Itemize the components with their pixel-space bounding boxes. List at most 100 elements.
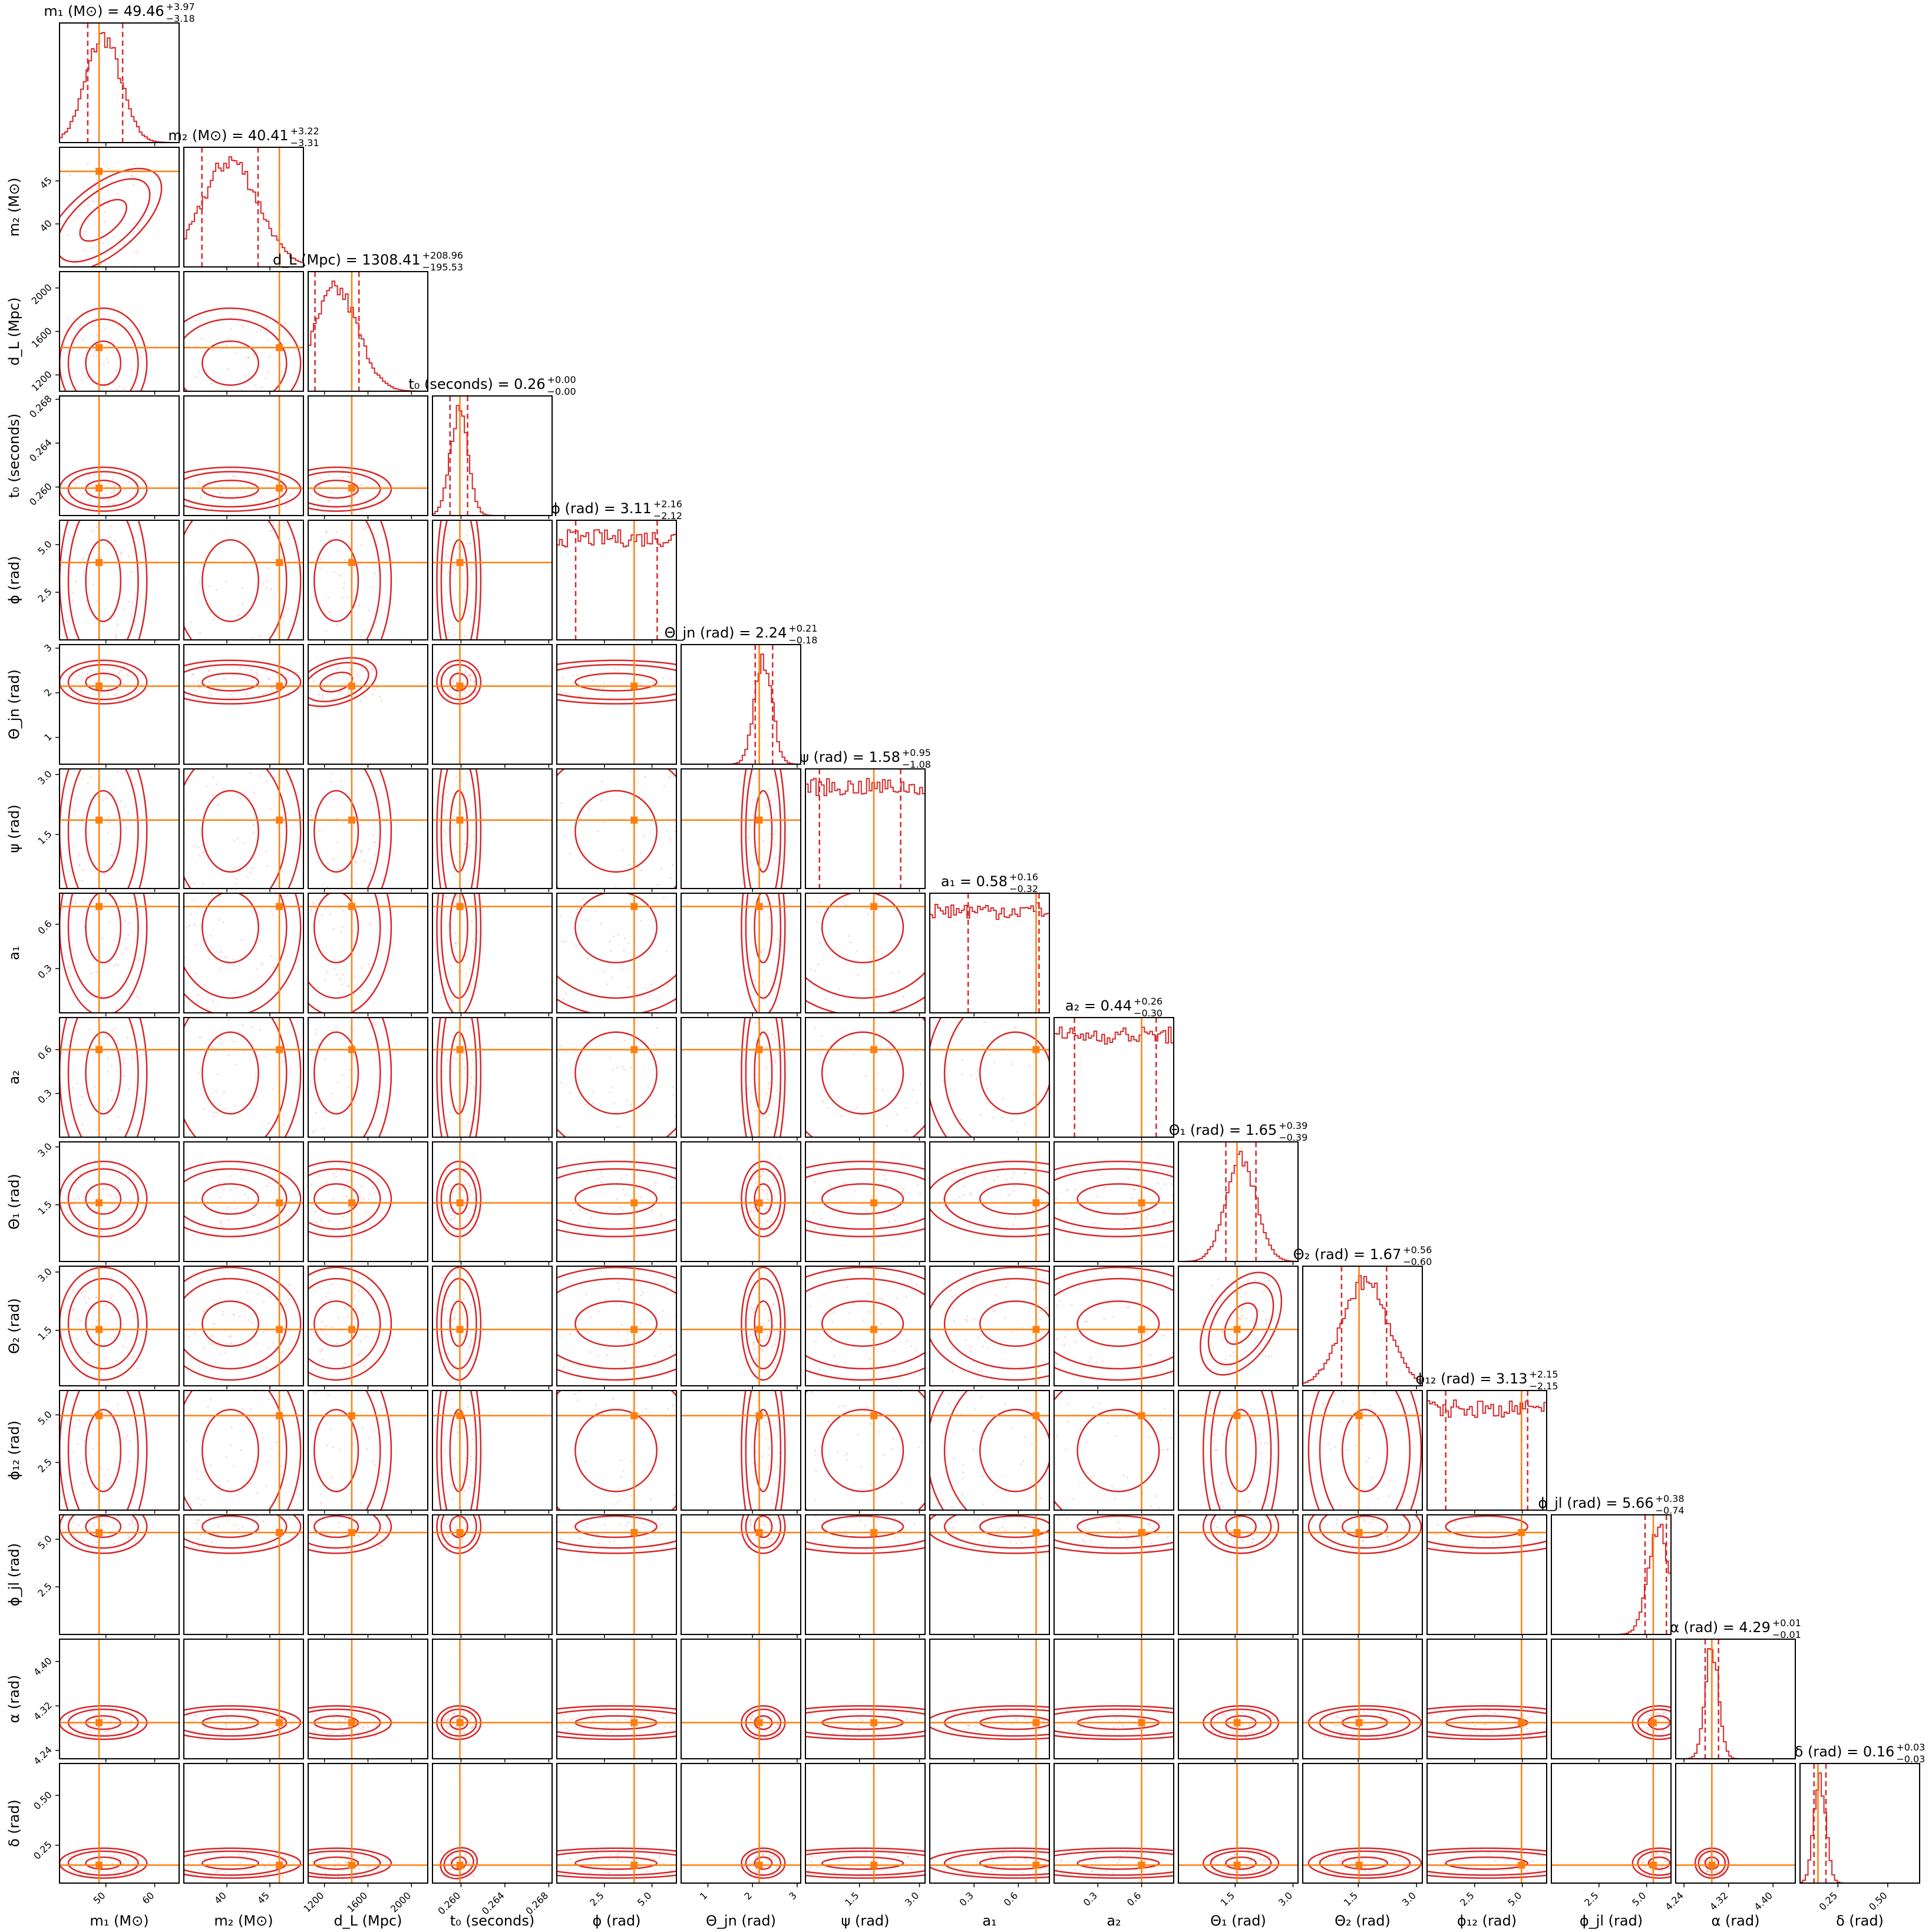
sample-point	[101, 1468, 103, 1470]
sample-point	[368, 848, 371, 850]
sample-point	[256, 673, 258, 676]
sample-point	[443, 1294, 445, 1296]
sample-point	[78, 864, 81, 867]
sample-point	[381, 1408, 383, 1410]
sample-point	[1153, 1208, 1155, 1210]
sample-point	[1050, 1535, 1052, 1537]
panel-frame	[183, 395, 304, 516]
sample-point	[464, 669, 467, 672]
contour-level-2	[1054, 1391, 1174, 1510]
sample-point	[953, 1180, 956, 1182]
sample-point	[619, 1493, 621, 1495]
sample-point	[348, 760, 350, 762]
sample-point	[291, 486, 293, 487]
sample-point	[369, 868, 372, 871]
sample-point	[111, 404, 113, 406]
panel-frame	[183, 1141, 304, 1262]
y-axis-label-11: ϕ₁₂ (rad)	[6, 1421, 22, 1480]
sample-point	[121, 512, 123, 514]
sample-point	[124, 919, 126, 922]
sample-point	[359, 496, 361, 498]
sample-point	[84, 1296, 87, 1299]
sample-point	[280, 363, 282, 365]
sample-point	[914, 1226, 917, 1228]
sample-point	[447, 857, 449, 859]
sample-point	[230, 501, 232, 503]
sample-point	[220, 1187, 222, 1189]
sample-point	[115, 1360, 117, 1362]
sample-point	[219, 493, 221, 495]
sample-point	[534, 752, 536, 754]
panel-title-plus-5: +0.21	[788, 623, 817, 634]
sample-point	[369, 1223, 371, 1226]
panel-title-plus-2: +208.96	[422, 250, 463, 261]
sample-point	[113, 236, 115, 238]
sample-point	[1127, 1177, 1130, 1180]
contour-level-2	[308, 662, 369, 702]
sample-point	[473, 1088, 475, 1090]
sample-point	[126, 1037, 128, 1039]
sample-point	[470, 986, 472, 989]
sample-point	[672, 864, 674, 866]
sample-point	[140, 1098, 142, 1100]
truth-marker	[630, 816, 638, 824]
sample-point	[472, 1438, 474, 1441]
sample-point	[175, 580, 177, 582]
sample-point	[134, 691, 137, 693]
sample-point	[284, 342, 286, 345]
panel-frame	[556, 1390, 677, 1511]
sample-point	[1268, 1356, 1270, 1358]
sample-point	[699, 1368, 701, 1370]
sample-point	[932, 923, 934, 925]
sample-point	[547, 1392, 549, 1393]
sample-point	[70, 204, 72, 207]
sample-point	[339, 574, 342, 577]
sample-point	[364, 696, 366, 699]
sample-point	[745, 927, 748, 930]
sample-point	[69, 174, 71, 176]
sample-point	[1147, 1392, 1149, 1394]
sample-point	[838, 1405, 840, 1408]
sample-point	[697, 1197, 699, 1199]
truth-marker	[456, 1412, 464, 1419]
sample-point	[188, 924, 190, 927]
sample-point	[381, 1216, 383, 1218]
contour-level-1	[979, 1183, 1049, 1215]
sample-point	[360, 1220, 362, 1223]
sample-point	[764, 990, 766, 993]
sample-point	[1005, 1226, 1008, 1228]
sample-point	[624, 937, 626, 940]
sample-point	[665, 950, 668, 953]
truth-marker	[870, 1412, 878, 1419]
sample-point	[256, 1492, 259, 1494]
sample-point	[996, 1175, 999, 1178]
contour-level-1	[313, 1409, 359, 1492]
sample-point	[942, 1211, 943, 1213]
panel-title-minus-0: −3.18	[166, 13, 195, 24]
sample-point	[1126, 1306, 1128, 1309]
sample-point	[960, 1118, 962, 1121]
sample-point	[974, 1408, 976, 1411]
sample-point	[98, 891, 100, 893]
contour-level-2	[308, 1018, 381, 1137]
sample-point	[937, 1366, 939, 1368]
sample-point	[454, 1216, 456, 1218]
sample-point	[570, 1209, 572, 1211]
sample-point	[468, 663, 471, 666]
sample-point	[469, 984, 471, 986]
sample-point	[764, 1381, 765, 1383]
panel-frame	[308, 1390, 428, 1511]
sample-point	[606, 1354, 609, 1356]
sample-point	[694, 1052, 696, 1054]
sample-point	[749, 1100, 752, 1102]
sample-point	[673, 1094, 675, 1097]
sample-point	[293, 823, 295, 825]
sample-point	[453, 1457, 455, 1459]
contour-level-3	[378, 769, 392, 889]
sample-point	[105, 1325, 107, 1327]
sample-point	[177, 683, 179, 685]
sample-point	[755, 999, 758, 1002]
sample-point	[205, 785, 207, 787]
sample-point	[348, 668, 351, 671]
sample-point	[1131, 1197, 1133, 1200]
